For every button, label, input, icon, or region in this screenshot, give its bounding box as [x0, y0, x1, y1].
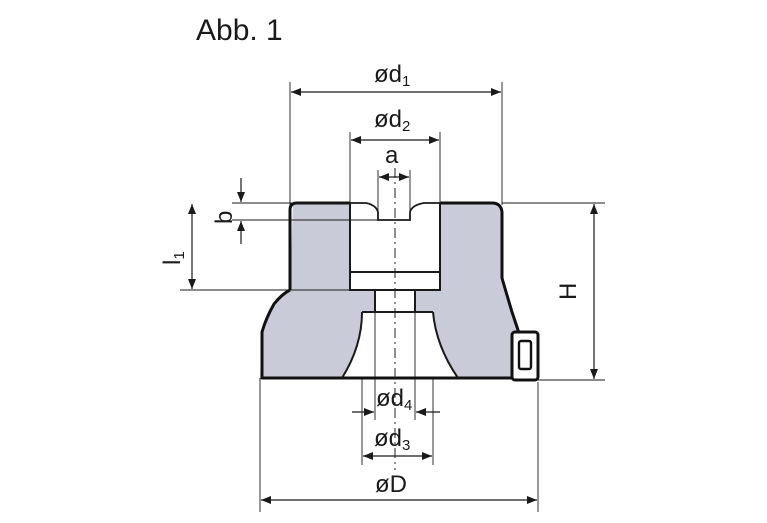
- dim-d3: ød3: [361, 378, 434, 465]
- dim-D: øD: [259, 378, 539, 512]
- label-a: a: [385, 142, 399, 169]
- dim-a: a: [377, 142, 411, 212]
- label-d3: ød3: [374, 425, 410, 454]
- label-d2: ød2: [374, 106, 410, 135]
- dim-b: b: [211, 178, 378, 244]
- dim-d1: ød1: [289, 61, 503, 205]
- dim-d4: ød4: [352, 312, 440, 420]
- central-bore: [342, 208, 458, 378]
- cutting-insert: [510, 330, 540, 382]
- keyway-slot: [350, 202, 440, 221]
- dim-l1: l1: [159, 204, 350, 291]
- dim-d2: ød2: [349, 106, 441, 205]
- label-b: b: [211, 211, 238, 224]
- cutter-body: [260, 168, 540, 470]
- dim-H: H: [502, 202, 605, 381]
- label-d4: ød4: [376, 385, 412, 414]
- figure-title: Abb. 1: [196, 14, 283, 47]
- label-d1: ød1: [374, 61, 410, 90]
- label-l1: l1: [159, 251, 188, 265]
- label-H: H: [555, 283, 582, 300]
- label-D: øD: [375, 471, 407, 498]
